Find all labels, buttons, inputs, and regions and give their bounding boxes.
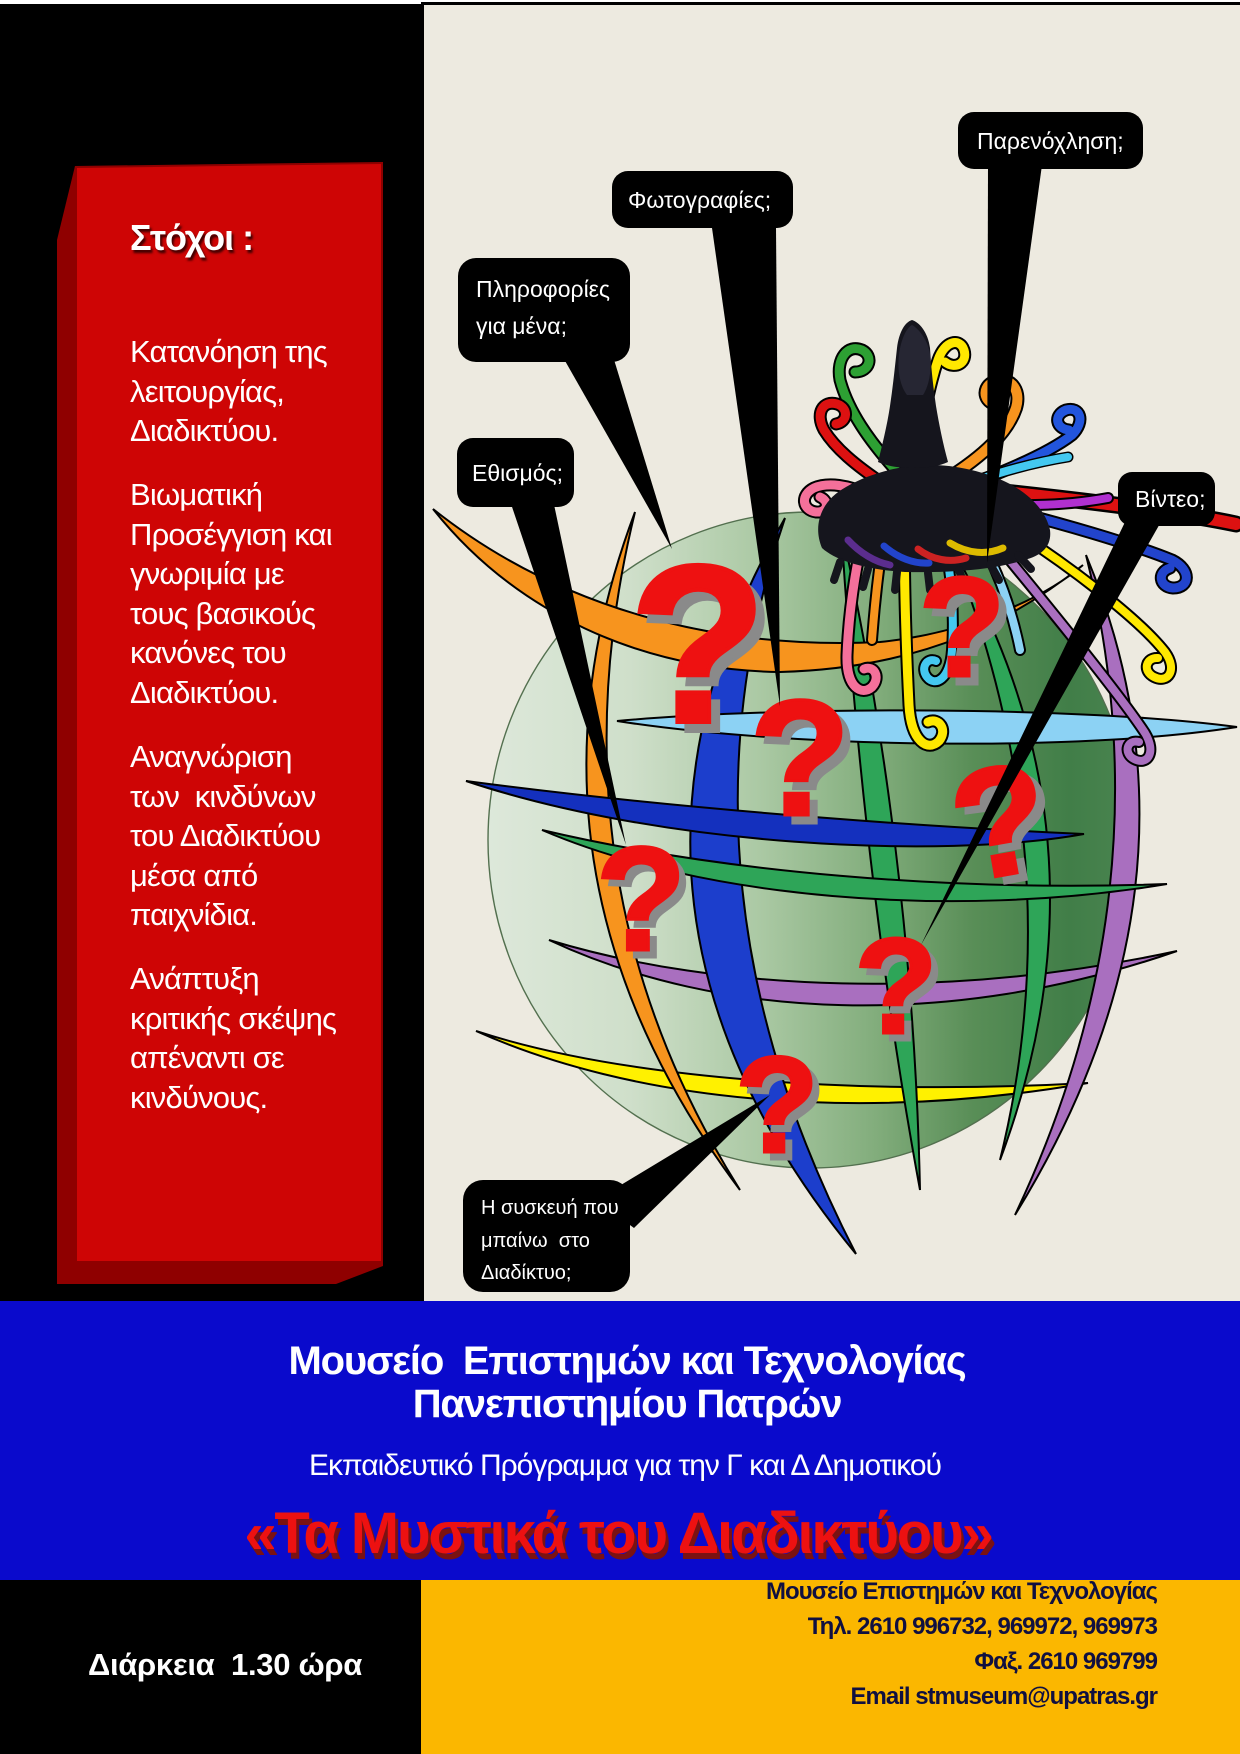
- svg-text:?: ?: [596, 817, 686, 982]
- svg-text:Πληροφορίες: Πληροφορίες: [476, 276, 610, 302]
- svg-text:?: ?: [927, 556, 1014, 715]
- svg-text:?: ?: [629, 518, 766, 770]
- svg-text:?: ?: [638, 527, 775, 779]
- svg-text:?: ?: [854, 910, 937, 1062]
- svg-text:?: ?: [861, 917, 944, 1069]
- svg-text:Διαδίκτυο;: Διαδίκτυο;: [481, 1262, 571, 1284]
- svg-text:?: ?: [742, 1036, 826, 1189]
- svg-text:?: ?: [750, 666, 851, 850]
- svg-text:?: ?: [919, 548, 1006, 707]
- svg-text:Παρενόχληση;: Παρενόχληση;: [977, 128, 1124, 154]
- svg-text:για μένα;: για μένα;: [476, 313, 567, 339]
- svg-text:?: ?: [735, 1029, 819, 1182]
- svg-text:μπαίνω στο: μπαίνω στο: [481, 1230, 590, 1252]
- svg-text:Βίντεο;: Βίντεο;: [1135, 486, 1205, 512]
- svg-text:Φωτογραφίες;: Φωτογραφίες;: [628, 187, 771, 213]
- svg-text:?: ?: [758, 674, 859, 858]
- svg-text:Η συσκευή που: Η συσκευή που: [481, 1197, 619, 1219]
- svg-text:Εθισμός;: Εθισμός;: [472, 460, 563, 486]
- svg-text:?: ?: [603, 824, 693, 989]
